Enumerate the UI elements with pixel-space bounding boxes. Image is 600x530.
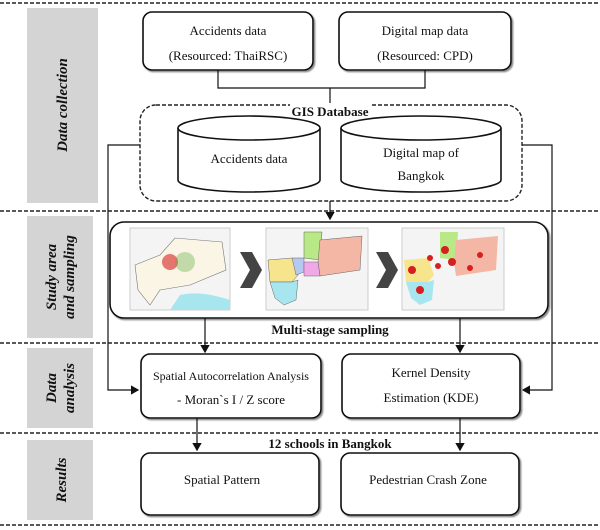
side-connector-right	[521, 144, 553, 395]
section-label-data-collection: Data collection	[55, 58, 71, 153]
section-label-analysis: analysis	[62, 363, 78, 413]
section-label-results: Results	[54, 457, 70, 503]
section-label-bg	[27, 440, 93, 520]
spatial-pattern-box	[140, 452, 320, 516]
section-label-study-area: Study area	[44, 243, 60, 310]
cylinder-label: Accidents data	[211, 151, 288, 166]
gis-database-title: GIS Database	[292, 104, 369, 119]
pedestrian-crash-zone-box	[340, 452, 520, 516]
section-label-sampling: and sampling	[62, 235, 78, 319]
kde-box	[341, 353, 521, 419]
cylinder-label: Digital map of	[383, 145, 459, 160]
chevron-right-icon	[376, 252, 398, 288]
section-label-bg	[27, 348, 93, 428]
accidents-data-box	[142, 11, 314, 71]
spatial-analysis-subtitle: - Moran`s I / Z score	[177, 392, 285, 407]
digital-map-title: Digital map data	[382, 23, 469, 38]
side-connector-left	[107, 144, 140, 395]
accidents-data-title: Accidents data	[190, 23, 267, 38]
spatial-autocorrelation-box	[140, 353, 322, 419]
pedestrian-crash-zone-label: Pedestrian Crash Zone	[369, 472, 487, 487]
section-label-bg	[27, 216, 93, 338]
map-crash-hotspots	[401, 227, 505, 311]
results-caption: 12 schools in Bangkok	[268, 436, 392, 451]
map-accident-points	[129, 227, 231, 311]
spatial-analysis-title: Spatial Autocorrelation Analysis	[153, 369, 309, 383]
kde-title: Kernel Density	[391, 365, 471, 380]
map-sampling-zones	[265, 227, 369, 311]
section-label-data: Data	[44, 373, 60, 405]
section-label-bg	[27, 8, 98, 203]
accidents-data-source: (Resourced: ThaiRSC)	[169, 48, 288, 63]
connector	[217, 70, 426, 105]
accidents-data-cylinder	[177, 115, 321, 193]
kde-subtitle: Estimation (KDE)	[384, 390, 479, 405]
chevron-right-icon	[240, 252, 262, 288]
digital-map-cylinder	[340, 115, 502, 193]
spatial-pattern-label: Spatial Pattern	[184, 472, 261, 487]
cylinder-label: Bangkok	[398, 168, 445, 183]
sampling-caption: Multi-stage sampling	[271, 322, 389, 337]
digital-map-source: (Resourced: CPD)	[377, 48, 473, 63]
